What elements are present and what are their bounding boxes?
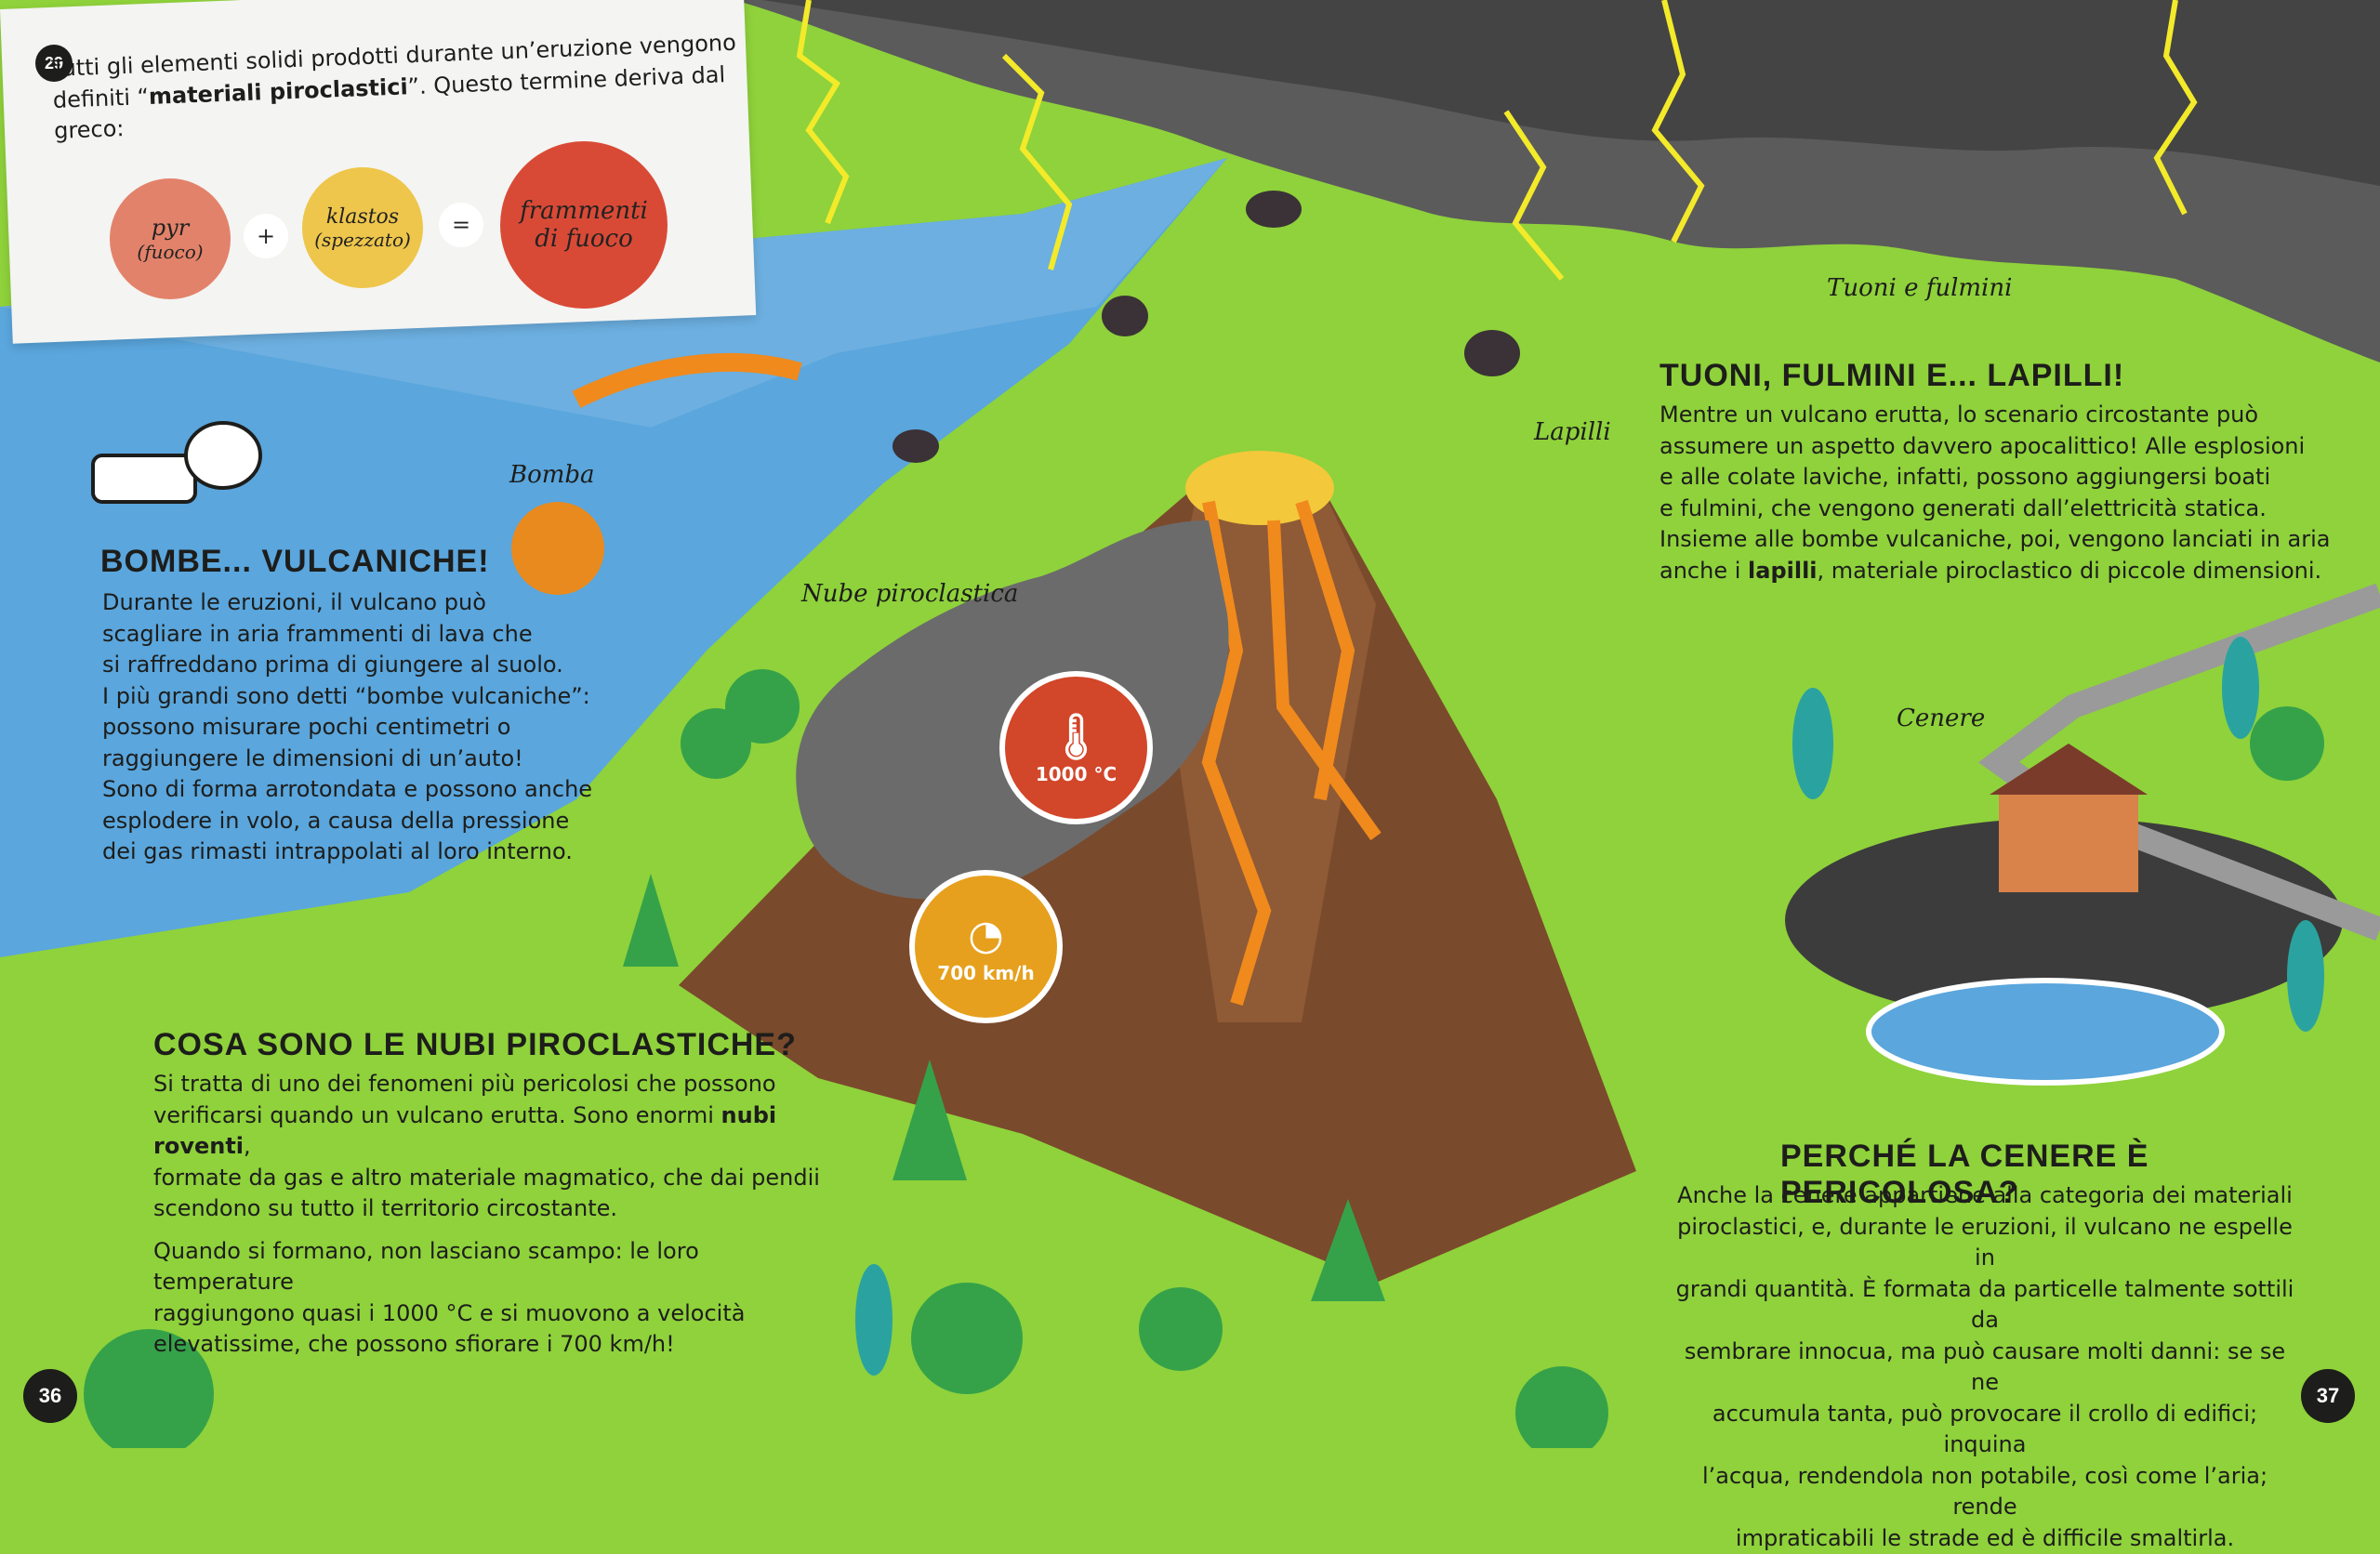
house [1999,790,2138,892]
tuoni-line: Mentre un vulcano erutta, lo scenario ci… [1659,400,2366,431]
label-bomba: Bomba [509,461,595,489]
equals-sign: = [439,203,483,247]
label-cenere: Cenere [1897,705,1985,732]
page-number-left: 36 [23,1369,77,1423]
tuoni-title: Tuoni, fulmini e... lapilli! [1659,358,2124,394]
bombe-line: scagliare in aria frammenti di lava che [102,619,623,651]
cenere-line: sembrare innocua, ma può causare molti d… [1669,1337,2301,1399]
pyr-word: pyr [152,215,189,241]
bombe-title: Bombe... vulcaniche! [100,544,490,580]
nubi-line-post: , [244,1133,251,1159]
klastos-circle: klastos (spezzato) [302,167,423,288]
cenere-line: piroclastici, e, durante le eruzioni, il… [1669,1212,2301,1274]
nubi-line: Si tratta di uno dei fenomeni più perico… [153,1069,841,1100]
plus-sign: + [244,214,288,258]
tuoni-bold: lapilli [1748,558,1818,584]
nubi-title: Cosa sono le nubi piroclastiche? [153,1027,797,1063]
klastos-meaning: (spezzato) [314,229,411,251]
nubi-line-pre: verificarsi quando un vulcano erutta. So… [153,1102,721,1128]
nubi-line: formate da gas e altro materiale magmati… [153,1163,841,1194]
bombe-line: esplodere in volo, a causa della pressio… [102,806,623,837]
temperature-value: 1000 °C [1036,763,1117,785]
speed-value: 700 km/h [937,962,1034,984]
label-lapilli: Lapilli [1534,418,1611,446]
tuoni-line: e alle colate laviche, infatti, possono … [1659,462,2366,494]
tuoni-line-post: , materiale piroclastico di piccole dime… [1818,558,2322,584]
tuoni-line: anche i lapilli, materiale piroclastico … [1659,556,2366,587]
bombe-line: I più grandi sono detti “bombe vulcanich… [102,681,623,713]
tuoni-line: assumere un aspetto davvero apocalittico… [1659,431,2366,463]
thermometer-icon: 🌡 [1048,711,1104,763]
cenere-line: accumula tanta, può provocare il crollo … [1669,1399,2301,1461]
bombe-line: si raffreddano prima di giungere al suol… [102,650,623,681]
pyr-circle: pyr (fuoco) [110,178,231,299]
label-tuoni-fulmini: Tuoni e fulmini [1827,274,2012,302]
pyr-meaning: (fuoco) [137,241,203,263]
speedometer-icon: ◔ [968,910,1003,962]
cenere-body: Anche la cenere appartiene alla categori… [1669,1180,2301,1554]
nubi-line: Quando si formano, non lasciano scampo: … [153,1236,841,1298]
cenere-line: Anche la cenere appartiene alla categori… [1669,1180,2301,1212]
result-word-2: di fuoco [535,225,632,253]
intro-line-2-pre: definiti “ [52,84,149,113]
nubi-line: scendono su tutto il territorio circosta… [153,1193,841,1225]
klastos-word: klastos [326,205,399,229]
result-circle: frammenti di fuoco [500,141,668,309]
nubi-body: Si tratta di uno dei fenomeni più perico… [153,1069,841,1361]
tuoni-line: e fulmini, che vengono generati dall’ele… [1659,494,2366,525]
bombe-line: dei gas rimasti intrappolati al loro int… [102,836,623,868]
equals-text: = [452,212,470,238]
tuoni-line-pre: anche i [1659,558,1748,584]
temperature-badge: 🌡 1000 °C [999,671,1153,824]
tuoni-line: Insieme alle bombe vulcaniche, poi, veng… [1659,524,2366,556]
page-number-right-text: 37 [2317,1384,2339,1408]
plus-text: + [257,223,275,249]
bombe-line: raggiungere le dimensioni di un’auto! [102,744,623,775]
result-word-1: frammenti [520,197,648,225]
bombe-line: Sono di forma arrotondata e possono anch… [102,774,623,806]
page-number-left-text: 36 [39,1384,61,1408]
label-nube-piroclastica: Nube piroclastica [801,580,1018,608]
tuoni-body: Mentre un vulcano erutta, lo scenario ci… [1659,400,2366,586]
volcanic-bomb [511,502,604,595]
bombe-line: possono misurare pochi centimetri o [102,712,623,744]
bombe-body: Durante le eruzioni, il vulcano può scag… [102,587,623,868]
cenere-line: impraticabili le strade ed è difficile s… [1669,1523,2301,1554]
speed-badge: ◔ 700 km/h [909,870,1063,1023]
cenere-line: l’acqua, rendendola non potabile, così c… [1669,1461,2301,1523]
cenere-line: grandi quantità. È formata da particelle… [1669,1274,2301,1337]
page-number-right: 37 [2301,1369,2355,1423]
nubi-line: raggiungono quasi i 1000 °C e si muovono… [153,1298,841,1330]
nubi-line: verificarsi quando un vulcano erutta. So… [153,1100,841,1163]
bombe-line: Durante le eruzioni, il vulcano può [102,587,623,619]
nubi-line: elevatissime, che possono sfiorare i 700… [153,1329,841,1361]
